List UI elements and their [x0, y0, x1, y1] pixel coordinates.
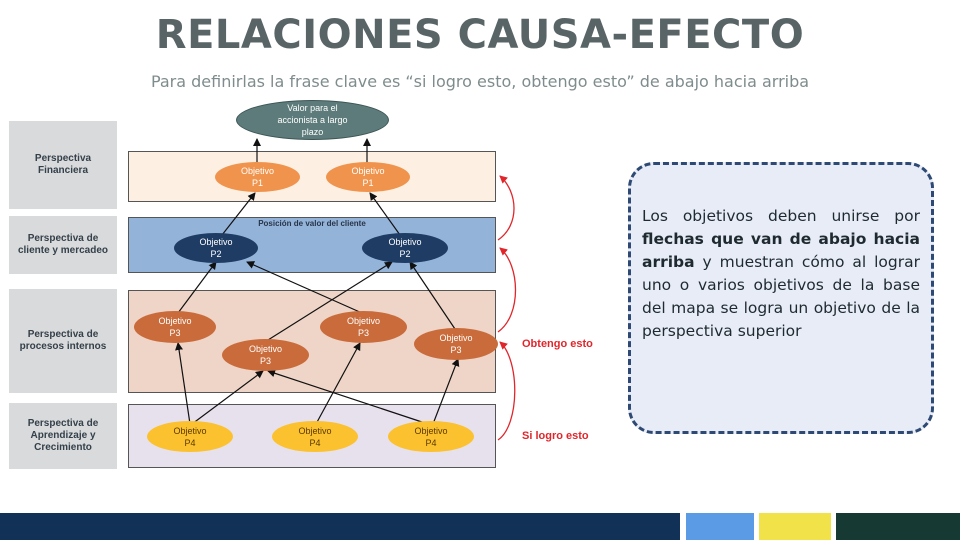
node-objective-p4: Objetivo P4 — [272, 421, 358, 452]
page-title: RELACIONES CAUSA-EFECTO — [155, 12, 805, 58]
obtain-label: Obtengo esto — [522, 338, 593, 350]
perspective-financial-label: Perspectiva Financiera — [9, 121, 117, 209]
node-objective-p3: Objetivo P3 — [222, 339, 309, 371]
arrow-p4c-to-p3d — [432, 358, 460, 425]
achieve-label: Si logro esto — [522, 430, 589, 442]
client-value-label: Posición de valor del cliente — [258, 219, 366, 228]
arrow-p3d-to-p2b — [409, 261, 456, 330]
callout-text: Los objetivos deben unirse por flechas q… — [642, 205, 920, 343]
node-objective-p1: Objetivo P1 — [215, 162, 300, 192]
callout-text-part1: Los objetivos deben unirse por — [642, 207, 920, 225]
footer-bar-green — [836, 513, 960, 540]
node-objective-p4: Objetivo P4 — [147, 421, 233, 452]
footer-bar-blue — [686, 513, 754, 540]
arrow-p2a-to-p1a — [221, 192, 256, 236]
arrow-p4b-to-p3c — [315, 342, 361, 425]
arrow-p4c-to-p3b — [267, 369, 429, 425]
perspective-process-label: Perspectiva de procesos internos — [9, 289, 117, 393]
node-shareholder-value: Valor para el accionista a largo plazo — [236, 100, 389, 140]
node-objective-p1: Objetivo P1 — [326, 162, 410, 192]
bracket-client-to-financial — [497, 175, 515, 241]
node-objective-p3: Objetivo P3 — [134, 311, 216, 343]
arrow-p4a-to-p3b — [191, 370, 264, 425]
footer-bar-yellow — [759, 513, 831, 540]
arrow-p3b-to-p2b — [267, 261, 393, 341]
arrow-p4a-to-p3a — [175, 342, 191, 425]
bracket-learning-to-process — [497, 341, 516, 441]
callout-text-part2: y muestran cómo al lograr uno o varios o… — [642, 253, 920, 340]
page-subtitle: Para definirlas la frase clave es “si lo… — [150, 72, 810, 91]
band-financial — [128, 151, 496, 202]
perspective-client-label: Perspectiva de cliente y mercadeo — [9, 216, 117, 274]
callout-box — [628, 162, 934, 434]
node-objective-p2: Objetivo P2 — [174, 233, 258, 263]
node-objective-p3: Objetivo P3 — [320, 311, 407, 343]
node-objective-p2: Objetivo P2 — [362, 233, 448, 263]
perspective-learning-label: Perspectiva de Aprendizaje y Crecimiento — [9, 403, 117, 469]
node-objective-p4: Objetivo P4 — [388, 421, 474, 452]
arrow-p3c-to-p2b — [246, 261, 363, 314]
bracket-process-to-client — [497, 247, 517, 333]
arrow-p3a-to-p2a — [177, 261, 217, 314]
callout-text-bold: flechas que van de abajo hacia arriba — [642, 230, 920, 271]
footer-bar-navy — [0, 513, 680, 540]
node-objective-p3: Objetivo P3 — [414, 328, 498, 360]
arrow-p2b-to-p1b — [369, 192, 401, 236]
